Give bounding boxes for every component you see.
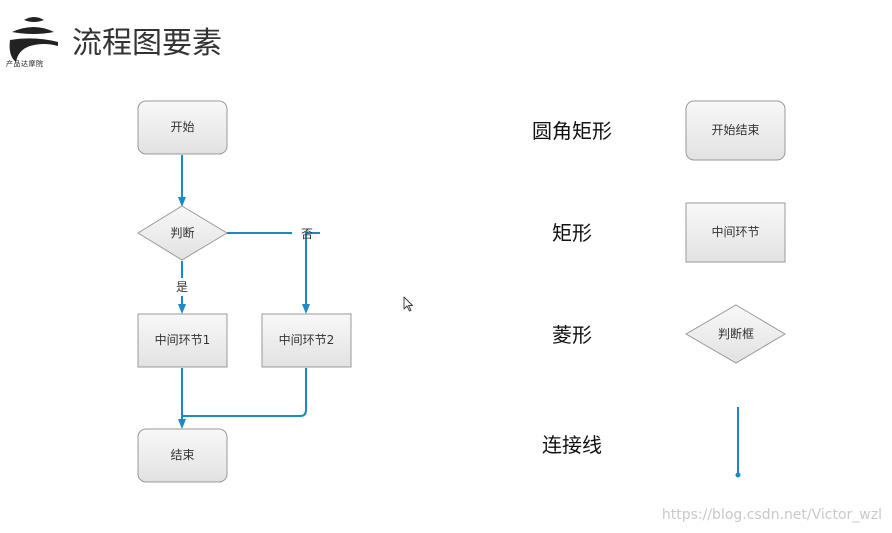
watermark: https://blog.csdn.net/Victor_wzl bbox=[661, 507, 882, 523]
legend-diamond-sample: 判断框 bbox=[685, 304, 786, 364]
legend-connector-name: 连接线 bbox=[542, 433, 602, 457]
flow-node-end: 结束 bbox=[137, 428, 228, 483]
legend-rect-sample: 中间环节 bbox=[685, 202, 786, 263]
edge-label-yes: 是 bbox=[176, 280, 188, 294]
legend-rounded-rect-name: 圆角矩形 bbox=[532, 119, 612, 143]
legend-rect-sample-label: 中间环节 bbox=[711, 224, 759, 239]
flow-node-step1: 中间环节1 bbox=[137, 313, 228, 368]
logo bbox=[9, 17, 59, 62]
legend-diamond-sample-label: 判断框 bbox=[718, 326, 754, 341]
legend-rounded-rect-sample: 开始结束 bbox=[685, 100, 786, 161]
flow-node-end-label: 结束 bbox=[170, 448, 194, 462]
flow-node-start-label: 开始 bbox=[170, 120, 194, 134]
edge-decision-to-step2 bbox=[227, 232, 320, 312]
legend-rect-name: 矩形 bbox=[552, 221, 592, 245]
flow-node-step1-label: 中间环节1 bbox=[155, 332, 211, 347]
flow-node-decision: 判断 bbox=[137, 205, 228, 261]
logo-top-stone-icon bbox=[24, 17, 44, 22]
flow-node-step2: 中间环节2 bbox=[261, 313, 352, 368]
legend-diamond-name: 菱形 bbox=[552, 323, 592, 347]
logo-mid-stone-icon bbox=[12, 27, 54, 34]
mouse-cursor-icon bbox=[403, 296, 413, 312]
flow-node-step2-label: 中间环节2 bbox=[279, 332, 335, 347]
edge-step2-to-end bbox=[182, 368, 307, 417]
logo-text: 产品达摩院 bbox=[6, 60, 44, 68]
legend-connector-end-dot bbox=[735, 472, 741, 478]
connectors bbox=[178, 155, 739, 474]
legend-rounded-rect-sample-label: 开始结束 bbox=[711, 123, 759, 137]
edge-label-no: 否 bbox=[301, 227, 313, 241]
flow-node-start: 开始 bbox=[137, 100, 228, 155]
logo-base-stone-icon bbox=[9, 38, 59, 62]
flow-node-decision-label: 判断 bbox=[170, 225, 194, 240]
page-title: 流程图要素 bbox=[72, 26, 222, 61]
